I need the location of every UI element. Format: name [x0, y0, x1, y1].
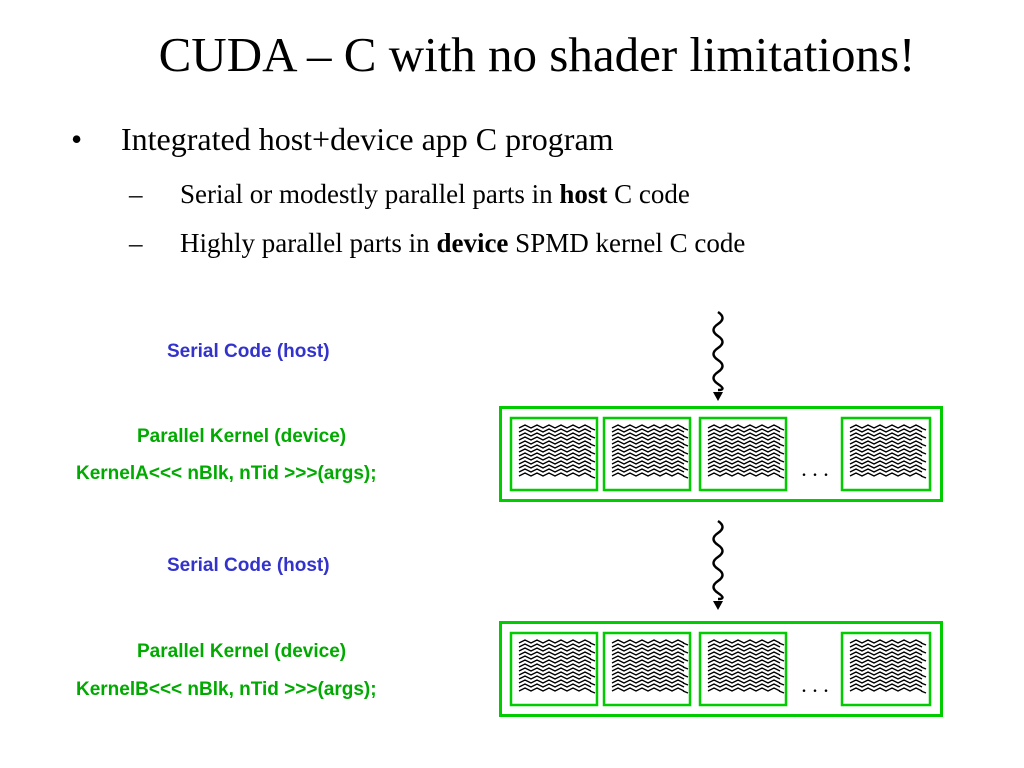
bullet-mark: • — [71, 121, 83, 157]
kernel-b-call: KernelB<<< nBlk, nTid >>>(args); — [76, 679, 377, 700]
serial-thread-1-icon — [712, 310, 724, 401]
kernel-a-title: Parallel Kernel (device) — [137, 426, 347, 447]
kernel-a-call: KernelA<<< nBlk, nTid >>>(args); — [76, 463, 377, 484]
serial-code-label-2: Serial Code (host) — [167, 555, 330, 576]
sub-bullet-host-text: Serial or modestly parallel parts in hos… — [180, 179, 690, 209]
serial-code-label-1: Serial Code (host) — [167, 341, 330, 362]
dash-mark: – — [129, 179, 143, 209]
kernel-b-grid: . . . — [499, 621, 943, 717]
dash-mark: – — [129, 228, 143, 258]
kernel-a-ellipsis: . . . — [801, 456, 829, 481]
serial-thread-2-icon — [712, 519, 724, 610]
bullet-text: Integrated host+device app C program — [121, 121, 614, 157]
sub-bullet-device-text: Highly parallel parts in device SPMD ker… — [180, 228, 746, 258]
kernel-b-title: Parallel Kernel (device) — [137, 641, 347, 662]
kernel-a-grid: . . . — [499, 406, 943, 502]
slide-title: CUDA – C with no shader limitations! — [158, 27, 916, 82]
kernel-b-ellipsis: . . . — [801, 672, 829, 697]
